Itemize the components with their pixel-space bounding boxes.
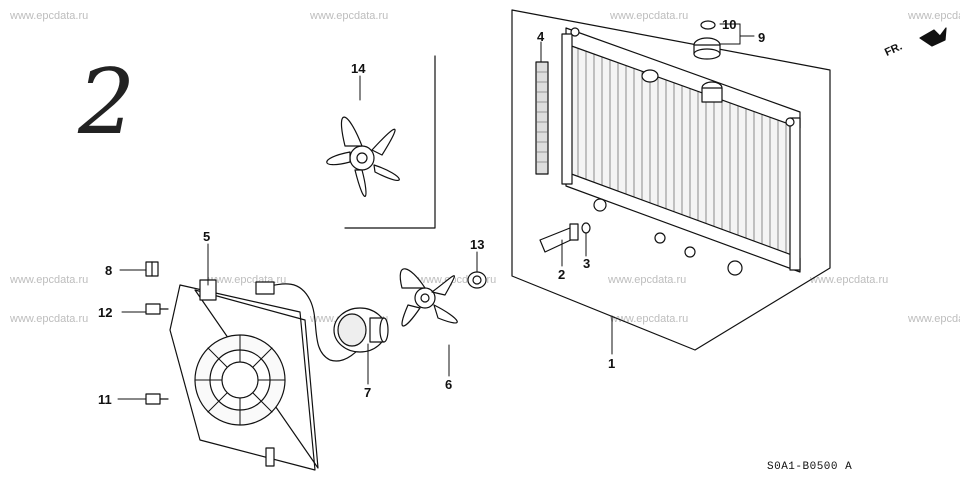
watermark: www.epcdata.ru bbox=[610, 10, 689, 22]
callout-14: 14 bbox=[351, 61, 366, 76]
radiator-core bbox=[561, 27, 801, 276]
clip bbox=[145, 261, 159, 277]
callout-12: 12 bbox=[98, 305, 113, 320]
watermark: www.epcdata.ru bbox=[610, 313, 689, 325]
watermark: www.epcdata.ru bbox=[10, 313, 89, 325]
callout-5: 5 bbox=[203, 229, 211, 244]
watermark: www.epcdata.ru bbox=[10, 274, 89, 286]
watermark: www.epcdata.ru bbox=[810, 274, 889, 286]
callout-6: 6 bbox=[445, 377, 453, 392]
fan-inset bbox=[326, 55, 436, 229]
watermark: www.epcdata.ru bbox=[608, 274, 687, 286]
callout-4: 4 bbox=[537, 29, 545, 44]
callout-7: 7 bbox=[364, 385, 372, 400]
fan-motor bbox=[333, 307, 389, 353]
bolt-11 bbox=[145, 393, 169, 405]
shroud-fan bbox=[399, 268, 458, 327]
watermark: www.epcdata.ru bbox=[908, 313, 960, 325]
front-arrow bbox=[919, 27, 947, 47]
watermark: www.epcdata.ru bbox=[10, 10, 89, 22]
fan-shroud bbox=[169, 279, 366, 471]
callout-11: 11 bbox=[98, 392, 112, 407]
callout-10: 10 bbox=[722, 17, 737, 32]
watermark: www.epcdata.ru bbox=[908, 10, 960, 22]
callout-3: 3 bbox=[583, 256, 591, 271]
callout-8: 8 bbox=[105, 263, 113, 278]
page-number: 2 bbox=[78, 50, 136, 155]
nut bbox=[467, 271, 487, 289]
rubber-strip bbox=[535, 61, 549, 175]
drain-plug bbox=[539, 223, 579, 253]
bolt-12 bbox=[145, 303, 169, 315]
radiator-cap bbox=[693, 20, 721, 60]
diagram-code: S0A1-B0500 A bbox=[767, 461, 853, 473]
radiator-group-outline bbox=[511, 9, 831, 351]
callout-13: 13 bbox=[470, 237, 485, 252]
callout-2: 2 bbox=[558, 267, 566, 282]
o-ring bbox=[581, 222, 591, 234]
callout-1: 1 bbox=[608, 356, 616, 371]
watermark: www.epcdata.ru bbox=[310, 10, 389, 22]
callout-9: 9 bbox=[758, 30, 766, 45]
